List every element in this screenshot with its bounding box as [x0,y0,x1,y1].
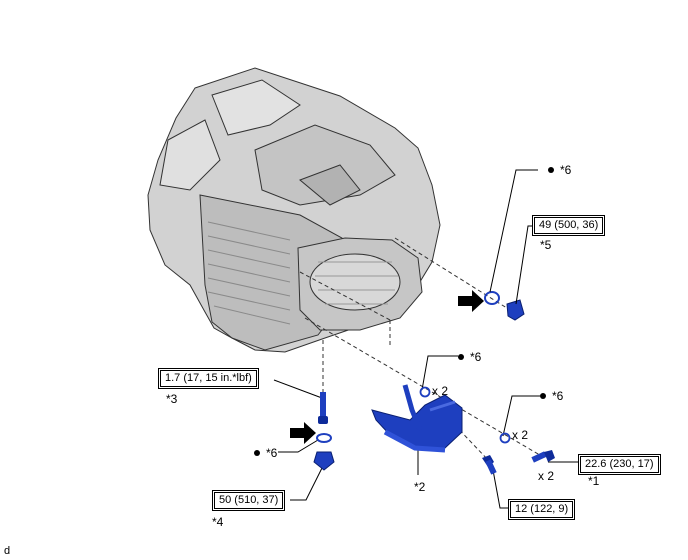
drain-plug-5 [506,299,525,321]
housing-flange-ribs [315,261,398,305]
drain-plug-4 [313,451,335,471]
arrow-right-upper [458,290,484,312]
torque-box-bolt-3: 1.7 (17, 15 in.*lbf) [158,368,259,389]
leader-lines [273,169,578,509]
bolt-tube [482,455,497,475]
o-ring-right [499,432,511,444]
qty-x2-oring: x 2 [512,428,529,442]
bolt-3 [318,392,328,424]
torque-box-bolt-1: 22.6 (230, 17) [578,454,661,475]
bullet-dot-icon [548,166,554,173]
gasket-upper [484,291,500,305]
torque-box-plug-4: 50 (510, 37) [212,490,286,511]
bullet-dot-icon [540,392,546,399]
transaxle-housing [147,67,441,353]
bolt-1 [531,450,555,463]
figure-id: d [4,545,11,557]
o-ring-upper [419,386,431,398]
oil-cooler-tube [371,384,463,453]
callout-3: *3 [166,392,178,406]
bullet-dot-icon [458,353,464,360]
callout-1: *1 [588,474,600,488]
callout-2: *2 [414,480,426,494]
bullet-dot-icon [254,449,260,456]
gasket-lower [316,433,332,443]
qty-x2-tube: x 2 [432,384,449,398]
qty-x2-bolt-1: x 2 [538,469,555,483]
callout-6-upper: *6 [548,163,571,177]
torque-box-bolt-tube: 12 (122, 9) [508,499,576,520]
callout-5: *5 [540,238,552,252]
callout-4: *4 [212,515,224,529]
housing-ribs [207,221,291,325]
arrow-right-lower [290,422,316,444]
callout-6-lower: *6 [254,446,277,460]
callout-6-right: *6 [540,389,563,403]
callout-6-tube: *6 [458,350,481,364]
torque-box-plug-5: 49 (500, 36) [532,215,606,236]
